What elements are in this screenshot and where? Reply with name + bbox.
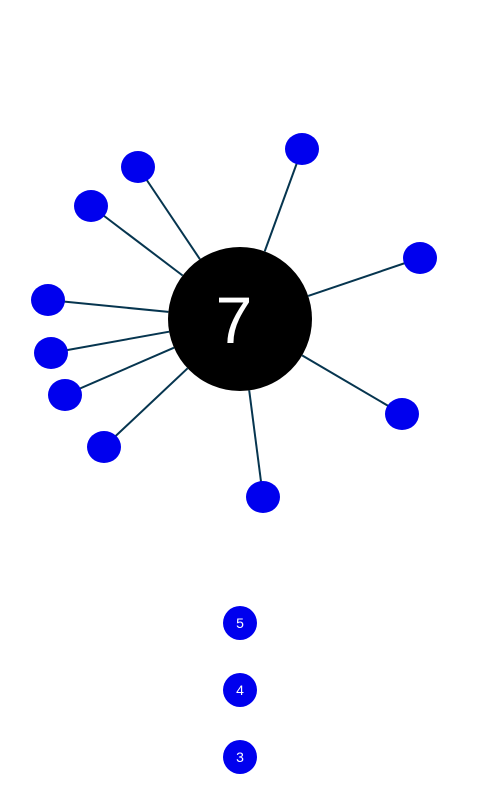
pin-line: [307, 257, 421, 297]
pin-head: [385, 398, 419, 430]
queued-pin: [223, 673, 257, 707]
pin-head: [87, 431, 121, 463]
queued-pin-number: 5: [236, 615, 244, 631]
queued-pin[interactable]: [223, 606, 257, 640]
pin-head: [31, 284, 65, 316]
pin-line: [301, 354, 403, 415]
pin-line: [90, 205, 184, 277]
level-number: 7: [216, 283, 253, 357]
queued-pin: [223, 740, 257, 774]
queued-pin-number: 4: [236, 682, 244, 698]
pin-head: [48, 379, 82, 411]
rotating-core: [168, 247, 312, 391]
pin-line: [64, 346, 175, 396]
pin-head: [74, 190, 108, 222]
pin-head: [246, 481, 280, 513]
pin-head: [34, 337, 68, 369]
pin-head: [285, 133, 319, 165]
pin-line: [47, 299, 169, 313]
pin-line: [103, 367, 189, 448]
pin-head: [121, 151, 155, 183]
pin-line: [137, 166, 201, 260]
attached-pins: [31, 133, 437, 513]
pin-line: [50, 330, 170, 354]
pin-head: [403, 242, 437, 274]
pin-queue[interactable]: 5 4 3: [223, 606, 257, 774]
pin-line: [263, 148, 303, 252]
pin-line: [248, 390, 264, 498]
queued-pin-number: 3: [236, 749, 244, 765]
